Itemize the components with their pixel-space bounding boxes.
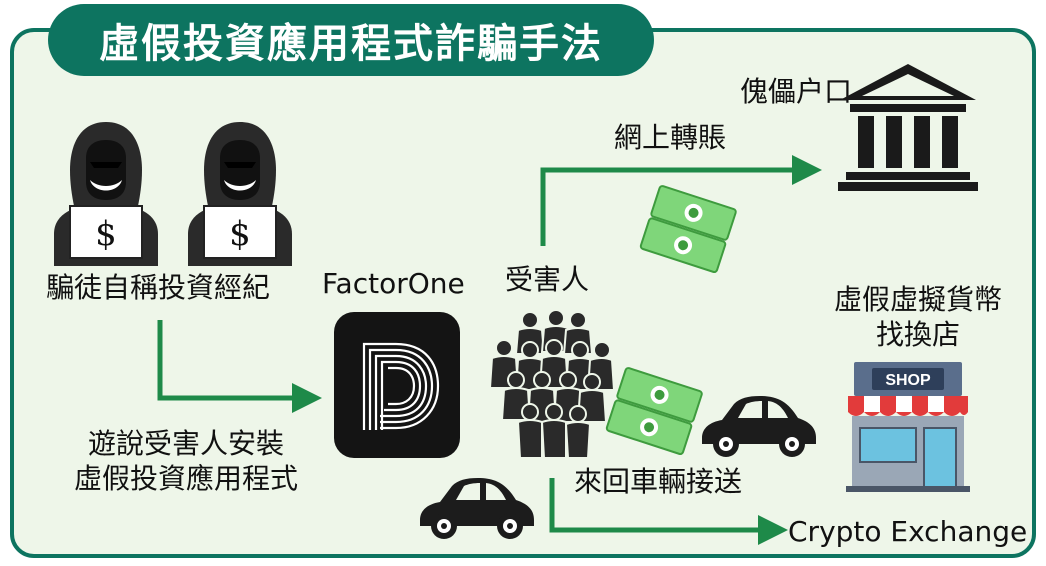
dollar-sign: $ bbox=[229, 214, 251, 254]
fake-shop-label-line2: 找換店 bbox=[875, 318, 960, 351]
car-icon-right bbox=[702, 396, 816, 457]
cash-icon-bottom bbox=[605, 367, 703, 456]
persuade-label: 遊說受害人安裝 虛假投資應用程式 bbox=[46, 426, 326, 496]
bank-icon bbox=[838, 64, 978, 191]
mule-account-label: 傀儡户口 bbox=[740, 75, 853, 108]
car-transfer-label: 來回車輛接送 bbox=[574, 465, 743, 498]
fake-shop-label: 虛假虛擬貨幣 找換店 bbox=[818, 282, 1018, 352]
arrow-scammer-to-app bbox=[157, 320, 322, 413]
arrow-victims-to-crypto-exchange bbox=[549, 478, 788, 545]
shop-sign-text: SHOP bbox=[885, 372, 931, 389]
factorone-app-icon bbox=[334, 312, 460, 458]
scammer-label: 騙徒自稱投資經紀 bbox=[46, 271, 271, 304]
cash-icon-top bbox=[639, 185, 737, 274]
victims-label: 受害人 bbox=[505, 263, 590, 296]
scammer-icon-2: $ bbox=[188, 122, 292, 266]
car-icon-left bbox=[420, 478, 534, 539]
persuade-label-line2: 虛假投資應用程式 bbox=[73, 462, 298, 495]
crowd-icon bbox=[488, 309, 616, 459]
online-transfer-label: 網上轉賬 bbox=[614, 121, 727, 154]
crypto-exchange-label: Crypto Exchange bbox=[788, 515, 1028, 548]
app-name-label: FactorOne bbox=[322, 267, 465, 300]
dollar-sign: $ bbox=[95, 214, 117, 254]
title-banner: 虛假投資應用程式詐騙手法 bbox=[48, 4, 654, 76]
fake-shop-label-line1: 虛假虛擬貨幣 bbox=[833, 283, 1002, 316]
arrow-victims-to-mule-account bbox=[540, 155, 822, 246]
scammer-icon-1: $ bbox=[54, 122, 158, 266]
persuade-label-line1: 遊說受害人安裝 bbox=[87, 427, 284, 460]
diagram-title: 虛假投資應用程式詐騙手法 bbox=[99, 21, 603, 67]
shop-icon: SHOP bbox=[846, 362, 970, 492]
